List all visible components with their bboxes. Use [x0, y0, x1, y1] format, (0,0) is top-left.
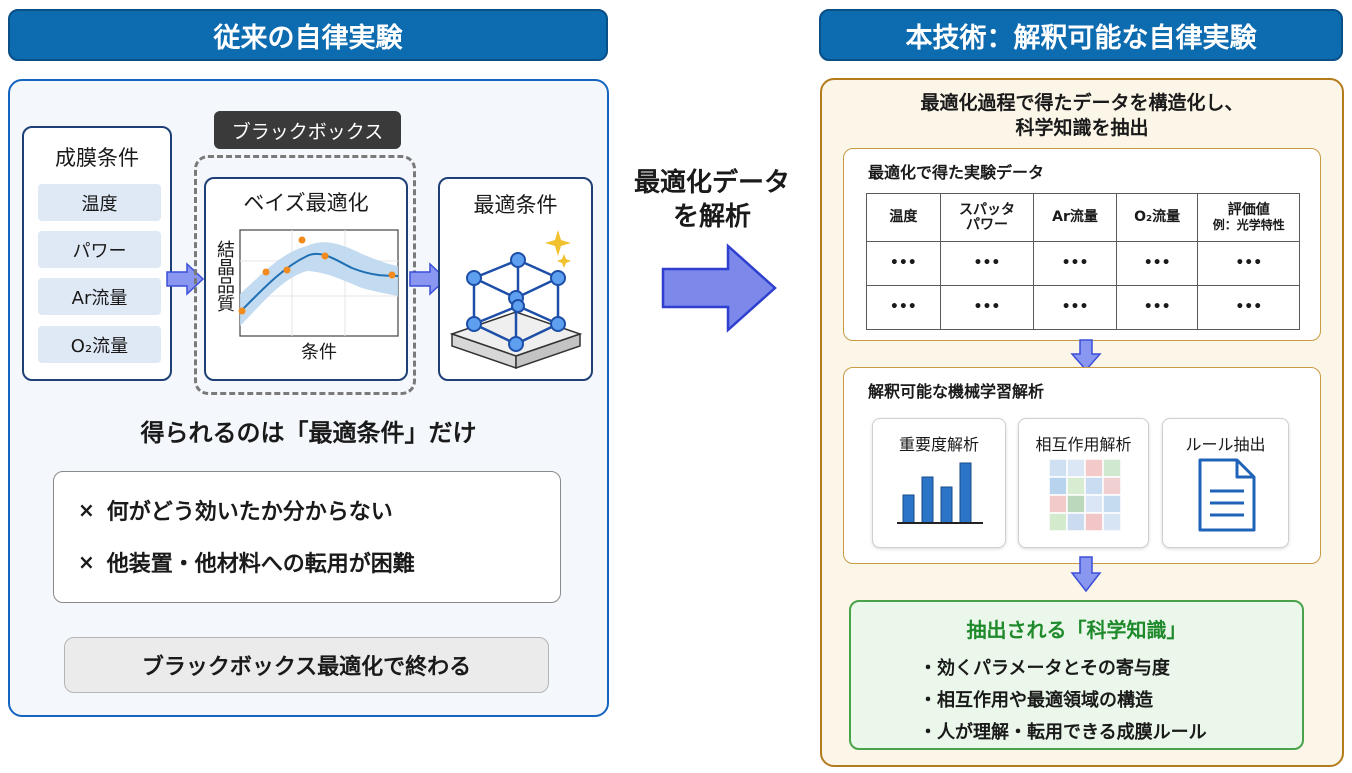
table-header: O₂流量 [1115, 193, 1199, 242]
limitations-box: × 何がどう効いたか分からない × 他装置・他材料への転用が困難 [53, 471, 561, 603]
experiment-data-section: 最適化で得た実験データ 温度 スパッタパワー Ar流量 O₂流量 評価値例：光学… [843, 148, 1321, 341]
sample-point [262, 268, 270, 276]
bayes-plot [238, 229, 399, 337]
table-header: スパッタパワー [939, 193, 1035, 242]
table-header: 温度 [866, 193, 941, 242]
sample-point [321, 252, 329, 260]
condition-o2-flow: O₂流量 [38, 326, 161, 363]
interaction-analysis-card: 相互作用解析 [1018, 418, 1149, 548]
bayes-xlabel: 条件 [301, 342, 337, 363]
rule-extraction-card: ルール抽出 [1162, 418, 1289, 548]
table-cell: ••• [1197, 241, 1300, 286]
bayes-title: ベイズ最適化 [243, 191, 369, 215]
table-cell: ••• [939, 241, 1035, 286]
importance-analysis-title: 重要度解析 [898, 435, 979, 454]
table-row: ••• ••• ••• ••• ••• [866, 241, 1300, 286]
sample-point [238, 307, 246, 315]
limitation-item: × 何がどう効いたか分からない [78, 494, 393, 526]
importance-analysis-card: 重要度解析 [872, 418, 1006, 548]
table-cell: ••• [1033, 285, 1117, 330]
right-intro-line2: 科学知識を抽出 [1015, 117, 1149, 139]
knowledge-item: ・効くパラメータとその寄与度 [919, 658, 1170, 679]
left-header-title: 従来の自律実験 [213, 22, 403, 54]
blackbox-end-label: ブラックボックス最適化で終わる [64, 637, 549, 693]
middle-caption-line1: 最適化データ [633, 168, 790, 198]
sample-point [388, 271, 396, 279]
table-cell: ••• [1115, 285, 1199, 330]
limitation-item: × 他装置・他材料への転用が困難 [78, 546, 415, 578]
scientific-knowledge-title: 抽出される「科学知識」 [966, 618, 1187, 642]
ml-analysis-title: 解釈可能な機械学習解析 [868, 382, 1045, 401]
sample-point [298, 236, 306, 244]
table-header: Ar流量 [1033, 193, 1117, 242]
bayes-ylabel: 結晶品質 [214, 240, 235, 312]
conditions-title: 成膜条件 [55, 146, 139, 170]
big-arrow-right-icon [661, 243, 777, 333]
table-cell: ••• [939, 285, 1035, 330]
table-cell: ••• [1033, 241, 1117, 286]
result-text: 得られるのは「最適条件」だけ [140, 419, 477, 447]
middle-caption: 最適化データ を解析 [616, 166, 808, 234]
left-header: 従来の自律実験 [8, 9, 608, 61]
right-header-title: 本技術：解釈可能な自律実験 [905, 22, 1257, 54]
experiment-data-table: 温度 スパッタパワー Ar流量 O₂流量 評価値例：光学特性 ••• ••• •… [866, 193, 1300, 330]
crystal-structure-icon [449, 230, 583, 370]
middle-caption-line2: を解析 [672, 202, 751, 232]
blackbox-label: ブラックボックス [214, 111, 401, 149]
interaction-analysis-title: 相互作用解析 [1035, 435, 1132, 454]
cross-icon: × [78, 498, 95, 522]
blackbox-end-text: ブラックボックス最適化で終わる [141, 655, 472, 680]
condition-temperature: 温度 [38, 184, 161, 221]
confidence-band [240, 242, 398, 326]
arrow-down-icon [1070, 339, 1102, 372]
document-icon [1198, 458, 1256, 532]
knowledge-item: ・人が理解・転用できる成膜ルール [919, 722, 1207, 743]
table-header-row: 温度 スパッタパワー Ar流量 O₂流量 評価値例：光学特性 [866, 193, 1300, 242]
right-intro-line1: 最適化過程で得たデータを構造化し、 [920, 92, 1244, 114]
scientific-knowledge-box: 抽出される「科学知識」 ・効くパラメータとその寄与度 ・相互作用や最適領域の構造… [849, 600, 1304, 750]
table-row: ••• ••• ••• ••• ••• [866, 285, 1300, 330]
table-cell: ••• [1197, 285, 1300, 330]
rule-extraction-title: ルール抽出 [1185, 435, 1266, 454]
table-header: 評価値例：光学特性 [1197, 193, 1300, 242]
experiment-data-title: 最適化で得た実験データ [868, 163, 1045, 182]
arrow-down-icon [1070, 556, 1102, 593]
sample-point [283, 266, 291, 274]
limitation-text: 他装置・他材料への転用が困難 [106, 552, 415, 577]
optimal-title: 最適条件 [473, 193, 558, 217]
cross-icon: × [78, 550, 95, 574]
right-intro: 最適化過程で得たデータを構造化し、 科学知識を抽出 [820, 91, 1344, 141]
knowledge-item: ・相互作用や最適領域の構造 [919, 690, 1153, 711]
conditions-box: 成膜条件 温度 パワー Ar流量 O₂流量 [22, 126, 172, 381]
condition-ar-flow: Ar流量 [38, 278, 161, 315]
sparkle-icon [545, 230, 571, 256]
table-cell: ••• [1115, 241, 1199, 286]
right-header: 本技術：解釈可能な自律実験 [819, 9, 1343, 61]
limitation-text: 何がどう効いたか分からない [106, 500, 393, 525]
bar-chart-icon [897, 462, 983, 524]
sparkle-icon [557, 254, 571, 268]
blackbox-label-text: ブラックボックス [231, 120, 384, 143]
heatmap-icon [1049, 459, 1121, 531]
table-cell: ••• [866, 241, 941, 286]
condition-power: パワー [38, 231, 161, 268]
table-cell: ••• [866, 285, 941, 330]
